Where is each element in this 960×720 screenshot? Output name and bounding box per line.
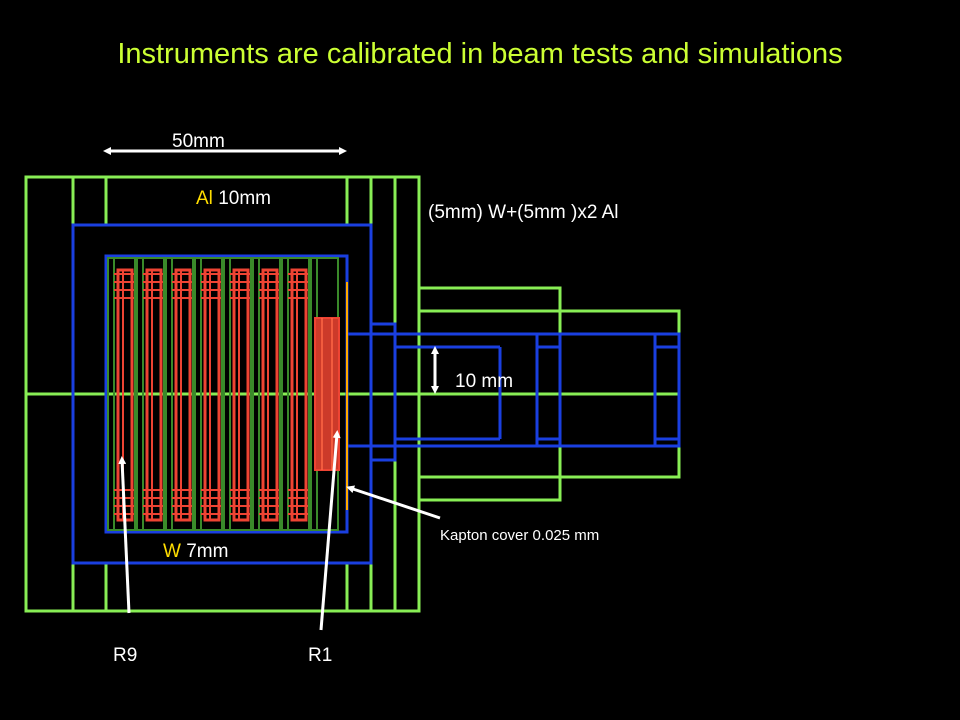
width-label: 50mm (172, 131, 225, 152)
r1-arrow (319, 430, 341, 631)
al-material: Al (196, 188, 213, 209)
housing-green (24, 175, 681, 613)
tungsten-cell (223, 257, 252, 531)
r9-arrow (118, 456, 131, 614)
readout-strip (174, 268, 192, 522)
tungsten-cell (252, 257, 281, 531)
readout-strip (145, 268, 163, 522)
readout-strip (232, 268, 250, 522)
w-thickness: 7mm (186, 541, 229, 562)
blue-block (653, 332, 681, 448)
slide-title: Instruments are calibrated in beam tests… (117, 38, 843, 70)
tungsten-cell (281, 257, 310, 531)
r9-label: R9 (113, 645, 138, 666)
al-label: Al 10mm (196, 188, 271, 210)
readout-strip (203, 268, 221, 522)
housing-blue (71, 223, 681, 565)
r1-label: R1 (308, 645, 333, 666)
tungsten-cell (136, 257, 165, 531)
al-thickness: 10mm (218, 188, 271, 209)
tungsten-cell (194, 257, 223, 531)
kapton-arrow (346, 485, 441, 520)
gap-label: 10 mm (455, 371, 514, 392)
r1-layer (314, 282, 348, 510)
layers-label: (5mm) W+(5mm )x2 Al (428, 202, 619, 223)
readout-strip (261, 268, 279, 522)
blue-block (535, 332, 562, 448)
annotation-arrows (103, 147, 441, 631)
tungsten-cell (165, 257, 194, 531)
w-material: W (163, 541, 181, 562)
tungsten-cell (107, 257, 136, 531)
blue-step (369, 322, 397, 462)
readout-strip (290, 268, 308, 522)
kapton-label: Kapton cover 0.025 mm (440, 527, 600, 544)
w-label: W 7mm (163, 541, 228, 563)
